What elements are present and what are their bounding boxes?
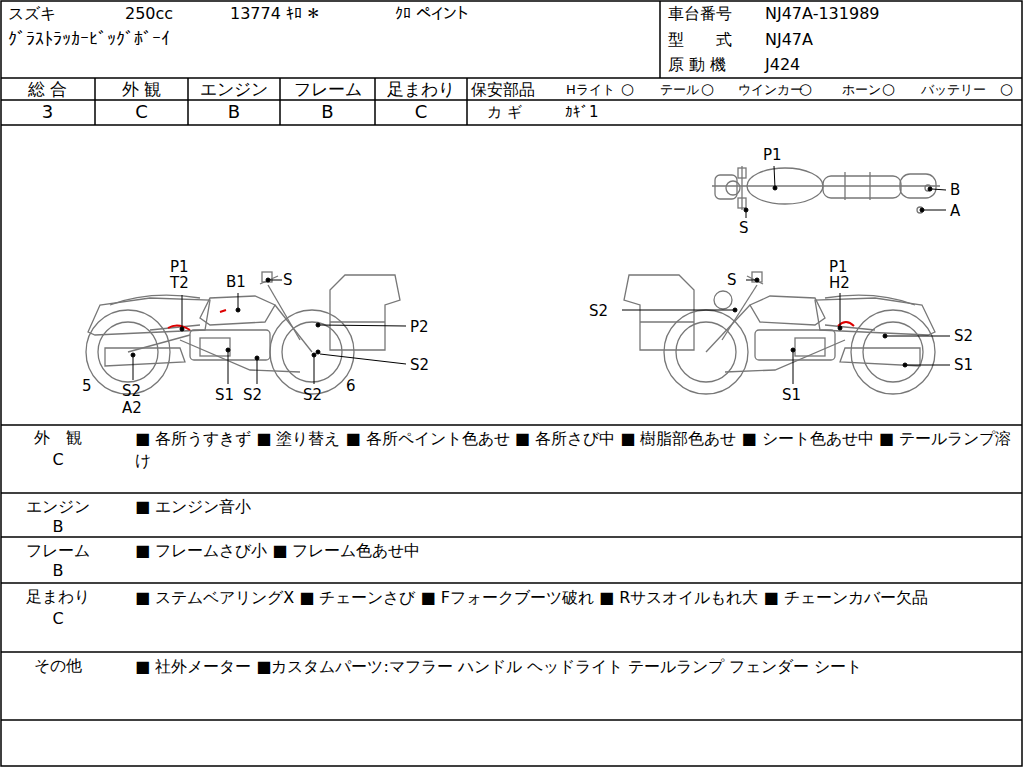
left-side-bike <box>86 272 400 394</box>
sheet-text: 6 <box>346 377 356 395</box>
sheet-text: 外 観 <box>8 428 108 447</box>
sheet-text: S2 <box>303 386 322 404</box>
sheet-text: ○ <box>701 80 714 98</box>
sheet-text: 250cc <box>125 4 173 23</box>
sheet-text: ホーン <box>842 82 881 98</box>
sheet-text: ○ <box>1000 80 1013 98</box>
sheet-text: 総 合 <box>0 79 95 99</box>
sheet-text: カ ギ <box>487 103 522 121</box>
sheet-text: C <box>8 609 108 628</box>
sheet-text: 原 動 機 <box>668 55 726 74</box>
sheet-text: P1 <box>763 146 782 164</box>
sheet-text: B <box>280 101 375 123</box>
sheet-text: ウインカー <box>738 82 803 98</box>
sheet-text: 保安部品 <box>471 80 535 99</box>
sheet-text: ｸﾛ ペイント <box>395 4 468 23</box>
sheet-text: J424 <box>765 55 800 74</box>
sheet-text: P1 <box>829 258 848 276</box>
sheet-text: ○ <box>799 80 812 98</box>
sheet-text: B1 <box>226 273 246 291</box>
sheet-text: ■ エンジン音小 <box>135 497 1015 516</box>
sheet-text: B <box>188 101 280 123</box>
sheet-text: 足まわり <box>375 79 467 99</box>
sheet-text: P2 <box>410 318 429 336</box>
sheet-text: S1 <box>782 386 801 404</box>
sheet-text: ○ <box>621 80 634 98</box>
sheet-text: 13774 ｷﾛ ＊ <box>230 4 319 23</box>
sheet-text: フレーム <box>8 541 108 560</box>
sheet-text: スズキ <box>8 4 56 23</box>
sheet-text: T2 <box>170 274 189 292</box>
sheet-text: S1 <box>215 386 234 404</box>
sheet-text: A <box>950 202 960 220</box>
sheet-text: S <box>283 271 293 289</box>
sheet-text: S2 <box>410 356 429 374</box>
sheet-text: エンジン <box>8 497 108 516</box>
top-view-bike <box>712 166 940 213</box>
sheet-text: 車台番号 <box>668 4 732 23</box>
sheet-text: フレーム <box>280 79 375 99</box>
sheet-text: 型 式 <box>668 30 732 49</box>
sheet-text: ｶｷﾞ1 <box>565 103 599 121</box>
sheet-text: S <box>727 271 737 289</box>
sheet-text: NJ47A-131989 <box>765 4 880 23</box>
sheet-text: 外 観 <box>95 79 188 99</box>
sheet-text: 3 <box>0 101 95 123</box>
sheet-text: ｸﾞﾗｽﾄﾗｯｶｰﾋﾞｯｸﾞﾎﾞｰｲ <box>8 28 170 50</box>
sheet-text: 足まわり <box>8 587 108 606</box>
sheet-text: ■ 社外メーター ■カスタムパーツ:マフラー ハンドル ヘッドライト テールラン… <box>135 656 1015 678</box>
sheet-text: C <box>375 101 467 123</box>
right-side-bike <box>624 272 935 394</box>
sheet-text: NJ47A <box>765 30 813 49</box>
sheet-text: バッテリー <box>921 82 986 98</box>
sheet-text: 5 <box>82 377 92 395</box>
sheet-text: ■ ステムベアリングX ■ チェーンさび ■ Fフォークブーツ破れ ■ Rサスオ… <box>135 587 1015 609</box>
sheet-text: S <box>739 219 749 237</box>
sheet-text: S2 <box>954 327 973 345</box>
sheet-text: C <box>95 101 188 123</box>
sheet-text: C <box>8 450 108 469</box>
sheet-text: Hライト <box>566 82 615 98</box>
sheet-text: エンジン <box>188 79 280 99</box>
sheet-text: S2 <box>122 382 141 400</box>
sheet-text: B <box>950 181 960 199</box>
sheet-text: テール <box>660 82 699 98</box>
sheet-text: S2 <box>589 302 608 320</box>
sheet-text: H2 <box>829 274 850 292</box>
sheet-text: ■ フレームさび小 ■ フレーム色あせ中 <box>135 541 1015 560</box>
sheet-text: S1 <box>954 356 973 374</box>
sheet-text: S2 <box>243 386 262 404</box>
sheet-text: その他 <box>8 656 108 675</box>
sheet-text: ■ 各所うすきず ■ 塗り替え ■ 各所ペイント色あせ ■ 各所さび中 ■ 樹脂… <box>135 428 1015 473</box>
sheet-text: P1 <box>170 258 189 276</box>
sheet-text: A2 <box>122 399 142 417</box>
sheet-text: B <box>8 517 108 536</box>
sheet-text: B <box>8 561 108 580</box>
sheet-text: ○ <box>882 80 895 98</box>
